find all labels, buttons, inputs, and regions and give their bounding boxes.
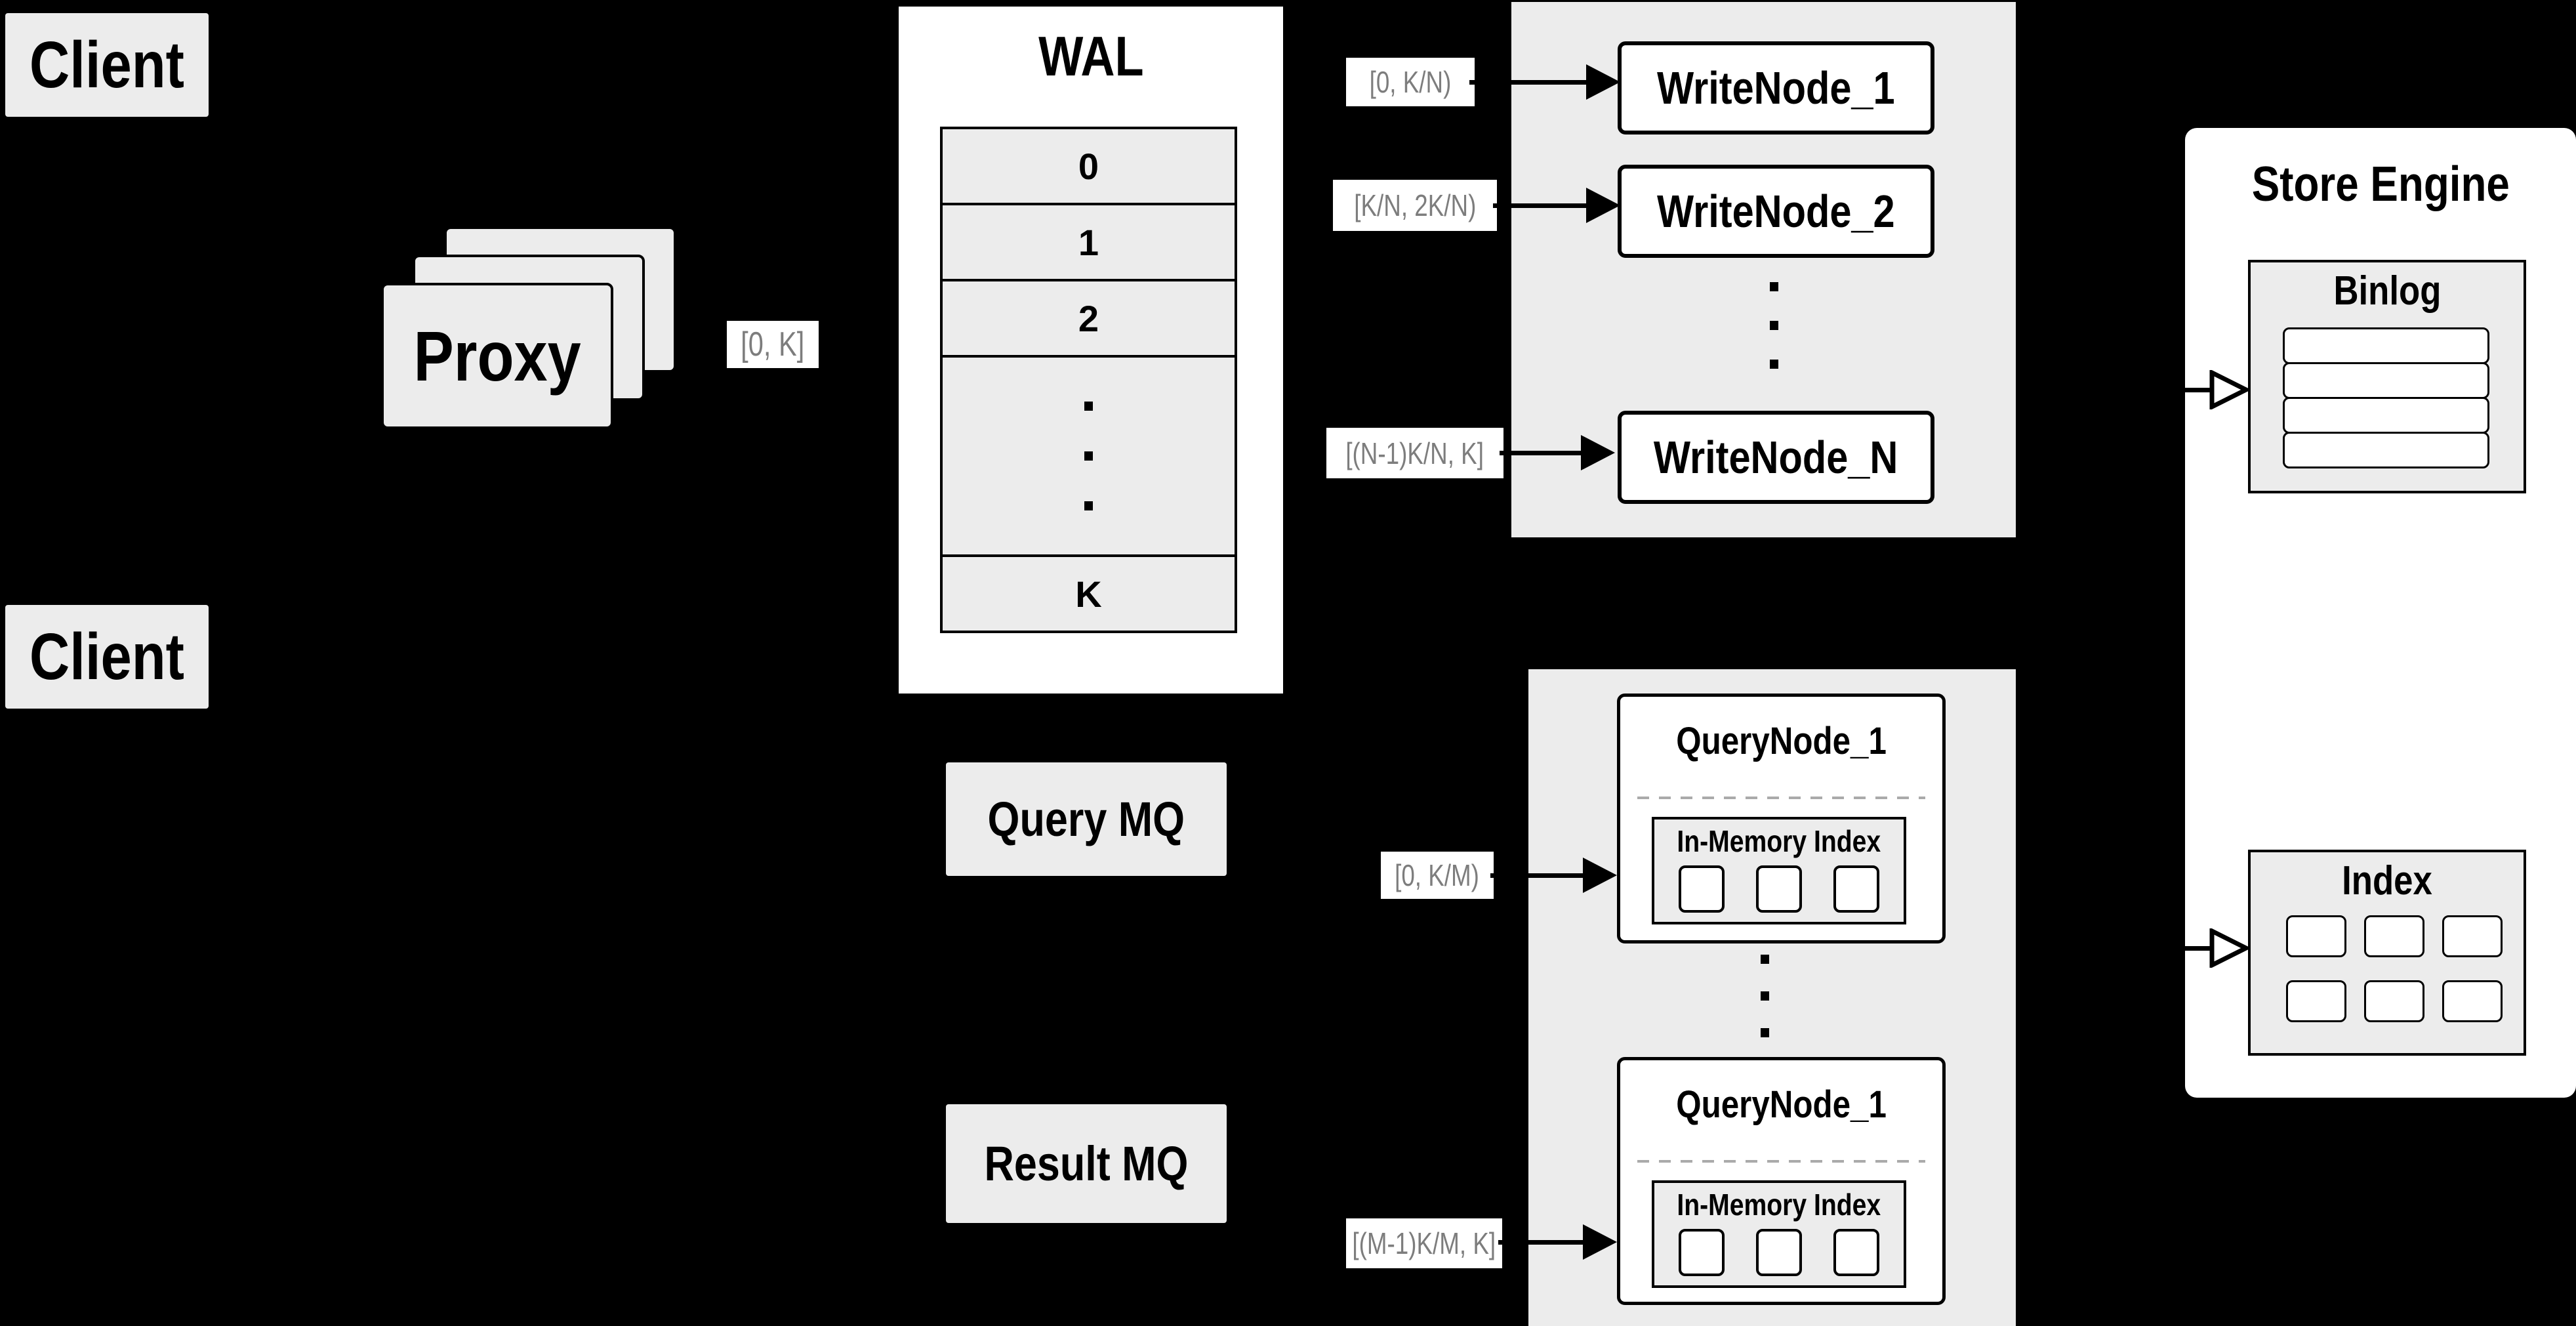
memory-cell bbox=[1679, 865, 1725, 913]
binlog-row bbox=[2283, 397, 2489, 434]
wal-table: 0 1 2 K bbox=[940, 127, 1237, 633]
store-engine-title: Store Engine bbox=[2251, 156, 2510, 211]
index-grid bbox=[2286, 915, 2503, 1022]
client-box-bottom: Client bbox=[5, 605, 209, 709]
in-memory-index-box: In-Memory Index bbox=[1652, 817, 1906, 924]
query-node-title: QueryNode_1 bbox=[1676, 720, 1887, 762]
in-memory-index-title: In-Memory Index bbox=[1677, 1188, 1881, 1222]
index-cell bbox=[2364, 980, 2424, 1022]
arrow-right-icon bbox=[1469, 80, 1587, 85]
memory-cell bbox=[1756, 865, 1802, 913]
index-cell bbox=[2442, 915, 2503, 957]
binlog-title: Binlog bbox=[2333, 268, 2441, 314]
binlog-box: Binlog bbox=[2248, 260, 2526, 493]
result-mq-box: Result MQ bbox=[946, 1104, 1227, 1223]
write-node-2: WriteNode_2 bbox=[1618, 165, 1934, 258]
range-label-writenode-n: [(N-1)K/N, K] bbox=[1326, 428, 1503, 478]
arrowhead-icon bbox=[1583, 1224, 1617, 1260]
dashed-divider bbox=[1637, 797, 1925, 799]
range-label-proxy: [0, K] bbox=[727, 321, 819, 368]
store-engine-box: Store Engine Binlog Index bbox=[2185, 128, 2576, 1098]
index-cell bbox=[2442, 980, 2503, 1022]
binlog-row bbox=[2283, 432, 2489, 468]
hollow-arrowhead-icon bbox=[2209, 370, 2249, 409]
arrow-right-icon bbox=[1490, 873, 1585, 878]
binlog-row bbox=[2283, 362, 2489, 399]
vertical-ellipsis-icon bbox=[1084, 402, 1093, 510]
index-cell bbox=[2364, 915, 2424, 957]
wal-row: K bbox=[943, 554, 1235, 631]
index-box: Index bbox=[2248, 850, 2526, 1056]
client-box-top: Client bbox=[5, 13, 209, 117]
proxy-card-front: Proxy bbox=[381, 283, 613, 429]
in-memory-index-box: In-Memory Index bbox=[1652, 1180, 1906, 1288]
wal-row-ellipsis bbox=[943, 355, 1235, 554]
index-cell bbox=[2286, 915, 2346, 957]
client-label: Client bbox=[29, 619, 185, 694]
memory-cell bbox=[1756, 1229, 1802, 1276]
arrowhead-icon bbox=[1583, 858, 1617, 893]
query-node-1: QueryNode_1 In-Memory Index bbox=[1617, 694, 1946, 943]
memory-cell bbox=[1833, 1229, 1879, 1276]
vertical-ellipsis-icon bbox=[1761, 955, 1769, 1037]
arrow-right-icon bbox=[1498, 1240, 1585, 1245]
range-label-writenode-1: [0, K/N) bbox=[1346, 58, 1475, 106]
proxy-label: Proxy bbox=[413, 316, 581, 396]
wal-title: WAL bbox=[1038, 26, 1144, 88]
query-mq-box: Query MQ bbox=[946, 762, 1227, 876]
memory-cell bbox=[1833, 865, 1879, 913]
memory-cell bbox=[1679, 1229, 1725, 1276]
write-node-1: WriteNode_1 bbox=[1618, 41, 1934, 135]
in-memory-index-title: In-Memory Index bbox=[1677, 824, 1881, 858]
index-title: Index bbox=[2342, 858, 2432, 903]
query-node-title: QueryNode_1 bbox=[1676, 1083, 1887, 1126]
arrow-right-icon bbox=[1493, 203, 1587, 208]
arrowhead-icon bbox=[1586, 188, 1620, 223]
arrow-right-icon bbox=[2066, 388, 2213, 392]
wal-box: WAL 0 1 2 K bbox=[895, 3, 1286, 697]
wal-row: 2 bbox=[943, 279, 1235, 355]
index-cell bbox=[2286, 980, 2346, 1022]
memory-cells bbox=[1654, 865, 1904, 913]
client-label: Client bbox=[29, 28, 185, 102]
vertical-ellipsis-icon bbox=[1770, 282, 1778, 369]
hollow-arrowhead-icon bbox=[2209, 928, 2249, 968]
binlog-rows bbox=[2283, 327, 2489, 468]
binlog-row bbox=[2283, 327, 2489, 364]
query-node-2: QueryNode_1 In-Memory Index bbox=[1617, 1057, 1946, 1305]
range-label-writenode-2: [K/N, 2K/N) bbox=[1333, 180, 1497, 231]
write-node-n: WriteNode_N bbox=[1618, 411, 1934, 504]
arrow-right-icon bbox=[1500, 451, 1582, 455]
arrowhead-icon bbox=[1581, 435, 1615, 470]
range-label-querynode-2: [(M-1)K/M, K] bbox=[1346, 1218, 1502, 1268]
dashed-divider bbox=[1637, 1160, 1925, 1163]
wal-row: 0 bbox=[943, 129, 1235, 203]
range-label-querynode-1: [0, K/M) bbox=[1381, 852, 1494, 899]
memory-cells bbox=[1654, 1229, 1904, 1276]
arrowhead-icon bbox=[1586, 64, 1620, 100]
arrow-right-icon bbox=[2066, 946, 2213, 951]
wal-row: 1 bbox=[943, 203, 1235, 279]
